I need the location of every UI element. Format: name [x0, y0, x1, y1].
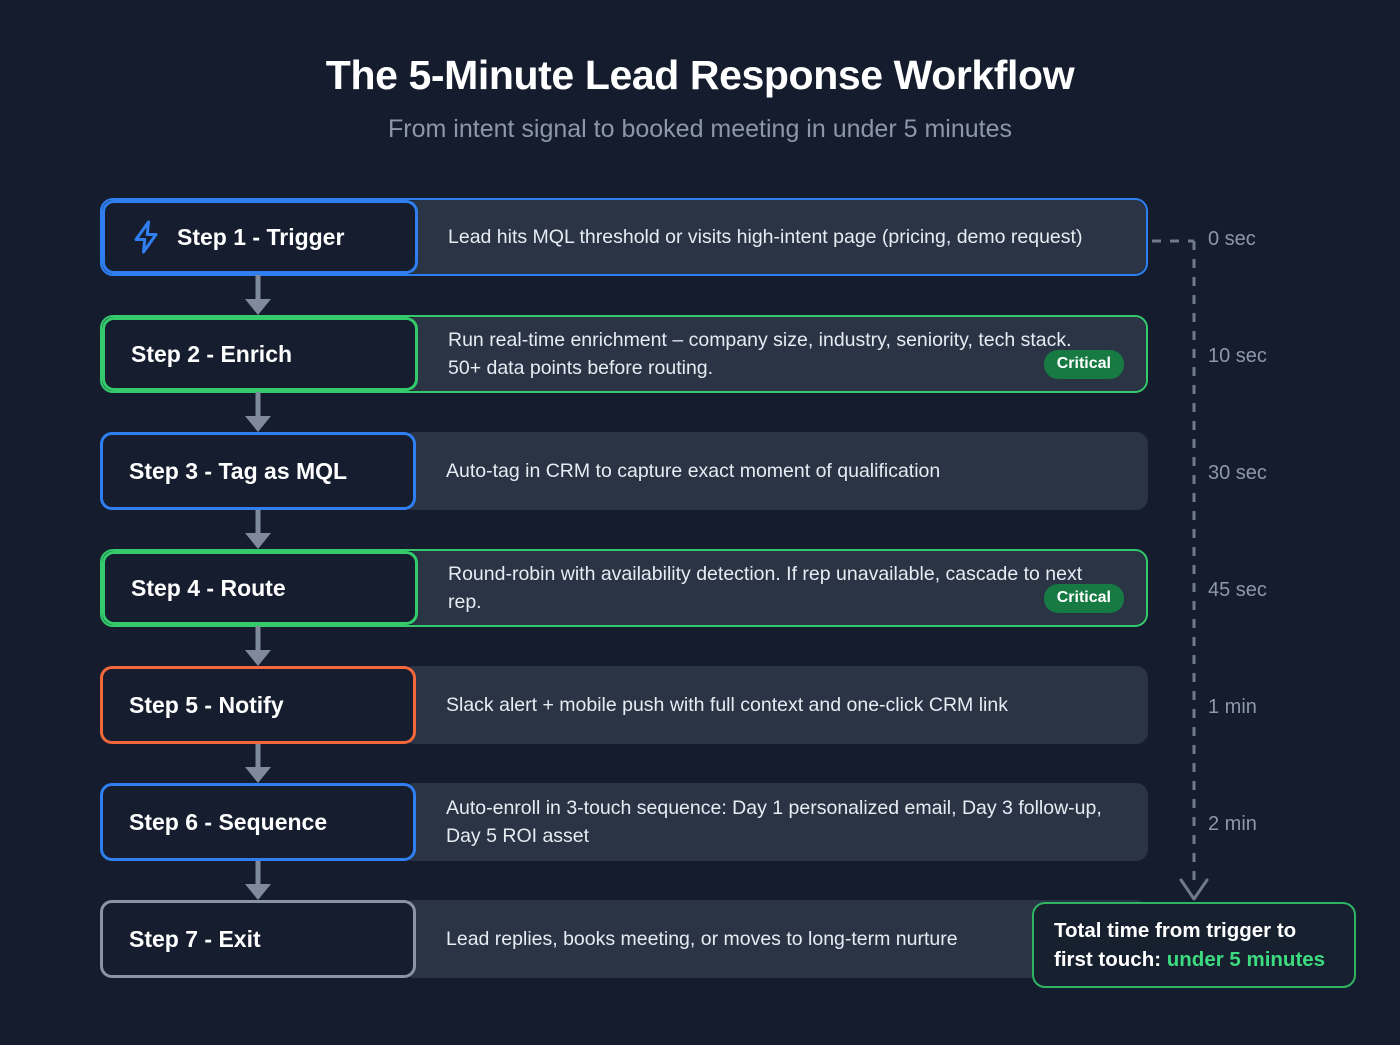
- arrow-down-icon: [245, 275, 271, 315]
- critical-badge: Critical: [1043, 350, 1124, 379]
- arrow-down-icon: [245, 392, 271, 432]
- step-label-text: Step 5 - Notify: [129, 691, 284, 718]
- step-description-panel: Slack alert + mobile push with full cont…: [402, 666, 1148, 744]
- page-title: The 5-Minute Lead Response Workflow: [325, 52, 1075, 98]
- timeline-label: 1 min: [1208, 696, 1257, 718]
- step-row[interactable]: Step 2 - Enrich Run real-time enrichment …: [100, 315, 1148, 393]
- step-label-chip[interactable]: Step 6 - Sequence: [100, 783, 416, 861]
- arrow-down-icon: [245, 509, 271, 549]
- timeline-dashed-line: [1152, 239, 1209, 901]
- summary-highlight-text: under 5 minutes: [1166, 948, 1326, 971]
- step-connector-arrow: [100, 860, 416, 900]
- workflow-steps-list: Step 1 - Trigger Lead hits MQL threshold …: [100, 198, 1148, 978]
- step-description-panel: Auto-tag in CRM to capture exact moment …: [402, 432, 1148, 510]
- timeline-axis: 0 sec 10 sec 30 sec 45 sec 1 min 2 min: [1150, 198, 1400, 938]
- timeline-label: 2 min: [1208, 813, 1257, 835]
- lightning-bolt-icon: [131, 219, 161, 255]
- step-description-text: Lead hits MQL threshold or visits high-i…: [448, 225, 1083, 248]
- step-description-panel: Run real-time enrichment – company size,…: [404, 317, 1146, 391]
- step-row[interactable]: Step 3 - Tag as MQL Auto-tag in CRM to ca…: [100, 432, 1148, 510]
- step-description-panel: Lead replies, books meeting, or moves to…: [402, 900, 1148, 978]
- step-row[interactable]: Step 1 - Trigger Lead hits MQL threshold …: [100, 198, 1148, 276]
- step-label-text: Step 4 - Route: [131, 574, 286, 601]
- timeline-label: 0 sec: [1208, 228, 1256, 250]
- step-label-text: Step 6 - Sequence: [129, 808, 328, 835]
- step-label-chip[interactable]: Step 5 - Notify: [100, 666, 416, 744]
- step-description-text: Run real-time enrichment – company size,…: [448, 328, 1072, 379]
- page-subtitle: From intent signal to booked meeting in …: [388, 115, 1012, 143]
- step-label-chip[interactable]: Step 2 - Enrich: [102, 317, 418, 391]
- step-description-panel: Round-robin with availability detection.…: [404, 551, 1146, 625]
- step-connector-arrow: [100, 509, 416, 549]
- step-label-text: Step 2 - Enrich: [131, 340, 293, 367]
- arrow-down-icon: [245, 860, 271, 900]
- step-label-text: Step 1 - Trigger: [177, 223, 345, 250]
- step-description-text: Round-robin with availability detection.…: [448, 562, 1083, 613]
- step-description-panel: Auto-enroll in 3-touch sequence: Day 1 p…: [402, 783, 1148, 861]
- step-label-chip[interactable]: Step 3 - Tag as MQL: [100, 432, 416, 510]
- arrow-down-icon: [245, 743, 271, 783]
- step-row[interactable]: Step 5 - Notify Slack alert + mobile push…: [100, 666, 1148, 744]
- step-label-text: Step 3 - Tag as MQL: [129, 457, 348, 484]
- step-label-chip[interactable]: Step 4 - Route: [102, 551, 418, 625]
- total-time-summary-box: Total time from trigger to first touch: …: [1032, 902, 1356, 988]
- step-label-text: Step 7 - Exit: [129, 925, 261, 952]
- timeline-label: 45 sec: [1208, 579, 1267, 601]
- step-row[interactable]: Step 6 - Sequence Auto-enroll in 3-touch …: [100, 783, 1148, 861]
- step-connector-arrow: [100, 626, 416, 666]
- arrow-down-icon: [245, 626, 271, 666]
- step-row[interactable]: Step 7 - Exit Lead replies, books meeting…: [100, 900, 1148, 978]
- step-label-chip[interactable]: Step 1 - Trigger: [102, 200, 418, 274]
- step-description-text: Lead replies, books meeting, or moves to…: [446, 927, 958, 950]
- step-description-panel: Lead hits MQL threshold or visits high-i…: [404, 200, 1146, 274]
- step-description-text: Slack alert + mobile push with full cont…: [446, 693, 1008, 716]
- page-header: The 5-Minute Lead Response Workflow From…: [0, 0, 1400, 144]
- step-description-text: Auto-tag in CRM to capture exact moment …: [446, 459, 941, 482]
- critical-badge: Critical: [1043, 584, 1124, 613]
- timeline-label: 30 sec: [1208, 462, 1267, 484]
- step-connector-arrow: [100, 275, 416, 315]
- step-description-text: Auto-enroll in 3-touch sequence: Day 1 p…: [446, 796, 1102, 847]
- total-time-summary-text: Total time from trigger to first touch: …: [1054, 916, 1334, 974]
- summary-lead-text: Total time from trigger to first touch:: [1054, 918, 1297, 971]
- step-connector-arrow: [100, 743, 416, 783]
- step-connector-arrow: [100, 392, 416, 432]
- step-row[interactable]: Step 4 - Route Round-robin with availabil…: [100, 549, 1148, 627]
- timeline-label: 10 sec: [1208, 345, 1267, 367]
- step-label-chip[interactable]: Step 7 - Exit: [100, 900, 416, 978]
